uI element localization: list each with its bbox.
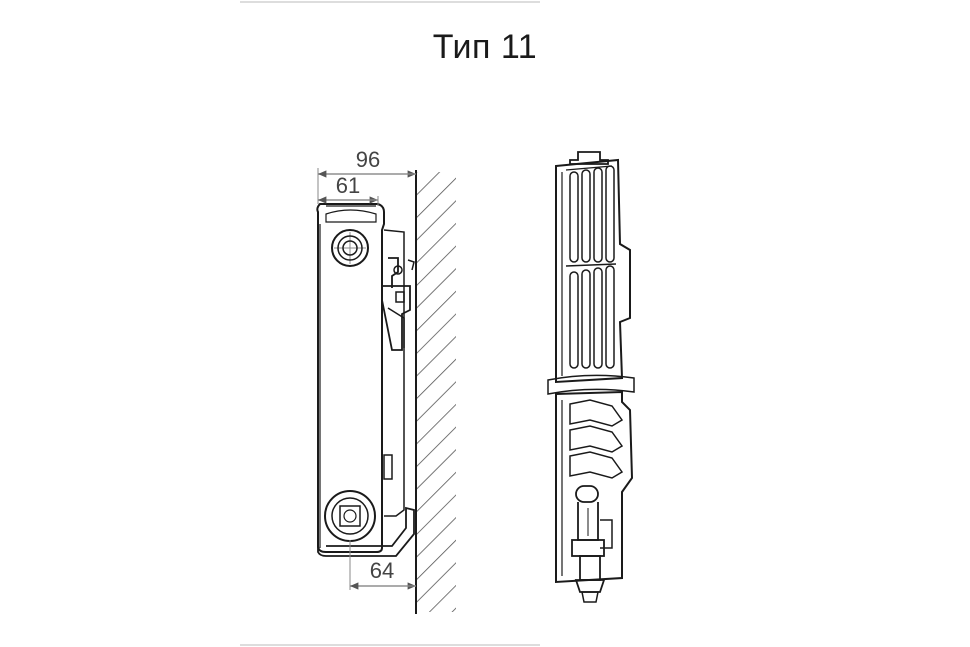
dimension-61: 61: [318, 173, 379, 206]
end-upper-body: [555, 158, 631, 384]
wall-hatching: [416, 172, 456, 612]
wall-bracket: [381, 257, 415, 351]
end-top-cap: [569, 151, 609, 165]
dimension-64-label: 64: [370, 558, 394, 583]
top-connection: [331, 229, 369, 267]
dimension-96-label: 96: [356, 147, 380, 172]
fin-slots-upper: [569, 165, 615, 263]
dimension-96: 96: [317, 147, 416, 204]
panel-outline: [316, 203, 385, 553]
side-view: 96 61 64: [316, 147, 456, 614]
fin-slots-lower: [569, 265, 615, 369]
end-view: [547, 151, 635, 603]
bottom-connection: [324, 490, 376, 542]
convector-plate: [383, 229, 405, 517]
break-line: [547, 374, 635, 395]
valve-fitting: [571, 485, 613, 603]
diagram-title: Тип 11: [432, 28, 538, 66]
dimension-61-label: 61: [336, 173, 360, 198]
dimension-64: 64: [349, 540, 416, 590]
spacer-block: [383, 454, 393, 480]
bottom-bracket: [317, 506, 415, 557]
corrugated-fins: [569, 399, 624, 479]
